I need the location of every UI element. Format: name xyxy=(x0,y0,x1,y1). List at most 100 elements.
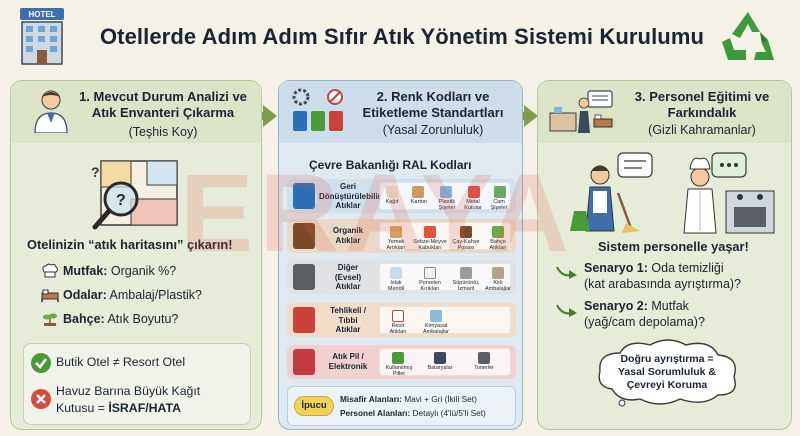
step3-title: 3. Personel Eğitimi ve Farkındalık xyxy=(634,89,770,120)
garden-waste-icon xyxy=(492,226,504,238)
step1-title: 1. Mevcut Durum Analizi ve Atık Envanter… xyxy=(79,89,247,120)
scenario2-arrow-icon xyxy=(556,304,577,317)
scenario1-arrow-icon xyxy=(556,266,577,279)
step1-note: Butik Otel ≠ Resort Otel Havuz Barına Bü… xyxy=(23,343,251,425)
medical-kit-icon xyxy=(392,310,404,322)
step2-panel: 2. Renk Kodları ve Etiketleme Standartla… xyxy=(278,80,523,430)
note-good: Butik Otel ≠ Resort Otel xyxy=(56,355,186,369)
housekeeping-icon xyxy=(549,90,613,133)
scenario1-line2: (kat arabasında ayrıştırma)? xyxy=(584,277,742,291)
item-label: Kağıt xyxy=(385,199,399,205)
metal-can-icon xyxy=(468,186,480,198)
wet-wipe-icon xyxy=(390,267,402,279)
porcelain-icon xyxy=(424,267,436,279)
scenario2-line2: (yağ/cam depolama)? xyxy=(584,315,705,329)
toner-icon xyxy=(478,352,490,364)
brown-bin-icon xyxy=(293,223,315,249)
svg-text:?: ? xyxy=(91,164,100,180)
item-label: Süpürüntü,İzmarit xyxy=(452,280,480,292)
recycle-icon xyxy=(722,12,774,60)
tip-guest-areas: Misafir Alanları: Mavi + Gri (İkili Set) xyxy=(340,394,477,404)
category-label: Atık Pil /Elektronik xyxy=(328,352,368,371)
note-bad-line1: Havuz Barına Büyük Kağıt xyxy=(56,384,201,398)
item-label: Karton xyxy=(410,199,428,205)
check-icon xyxy=(31,353,51,373)
step1-item-rooms: Odalar: Ambalaj/Plastik? xyxy=(63,288,202,302)
thought-cloud-icon xyxy=(598,339,736,407)
step3-callout: Sistem personelle yaşar! xyxy=(598,239,749,254)
red-bin-biohazard-icon xyxy=(293,307,315,333)
step2-subtitle: (Yasal Zorunluluk) xyxy=(382,123,484,137)
ral-section-title: Çevre Bakanlığı RAL Kodları xyxy=(309,158,472,172)
staff-training-icon xyxy=(570,152,775,234)
header: HOTEL Otellerde Adım Adım Sıfır Atık Yön… xyxy=(0,0,800,76)
fruit-peel-icon xyxy=(424,226,436,238)
item-label: Tonerler xyxy=(474,365,494,371)
step1-callout: Otelinizin “atık haritasını” çıkarın! xyxy=(27,237,233,252)
step1-item-garden: Bahçe: Atık Boyutu? xyxy=(63,312,179,326)
category-label: Diğer(Evsel)Atıklar xyxy=(334,263,362,291)
tip-box: İpucu Misafir Alanları: Mavi + Gri (İkil… xyxy=(287,386,516,426)
paper-icon xyxy=(386,186,398,198)
garden-icon xyxy=(43,313,57,326)
tip-staff-areas: Personel Alanları: Detaylı (4'lü/5'li Se… xyxy=(340,408,486,418)
step3-panel: 3. Personel Eğitimi ve Farkındalık (Gizl… xyxy=(537,80,792,430)
note-bad-line2: Kutusu = İSRAF/HATA xyxy=(56,401,181,415)
scenario2-line1: Senaryo 2: Mutfak xyxy=(584,299,689,313)
food-waste-icon xyxy=(390,226,402,238)
svg-text:HOTEL: HOTEL xyxy=(28,10,55,19)
glass-bottle-icon xyxy=(494,186,506,198)
bins-gear-icon xyxy=(292,88,343,131)
page-title: Otellerde Adım Adım Sıfır Atık Yönetim S… xyxy=(99,24,705,49)
battery-icon xyxy=(392,352,404,364)
step1-panel: 1. Mevcut Durum Analizi ve Atık Envanter… xyxy=(10,80,262,430)
tip-badge: İpucu xyxy=(294,396,334,416)
step1-subtitle: (Teşhis Koy) xyxy=(128,125,198,139)
hotel-icon: HOTEL xyxy=(20,8,64,65)
chef-hat-icon xyxy=(42,263,58,278)
step3-subtitle: (Gizli Kahramanlar) xyxy=(648,123,756,137)
scenario1-line1: Senaryo 1: Oda temizliği xyxy=(584,261,724,275)
bed-icon xyxy=(41,289,59,302)
plastic-bottle-icon xyxy=(440,186,452,198)
cardboard-icon xyxy=(412,186,424,198)
red-bin-battery-icon xyxy=(293,349,315,375)
step1-item-kitchen: Mutfak: Organik %? xyxy=(63,264,177,278)
batteries-icon xyxy=(434,352,446,364)
sweepings-icon xyxy=(460,267,472,279)
grey-bin-icon xyxy=(293,264,315,290)
svg-text:?: ? xyxy=(116,192,126,209)
blue-bin-icon xyxy=(293,183,315,209)
chemical-container-icon xyxy=(430,310,442,322)
step2-title: 2. Renk Kodları ve Etiketleme Standartla… xyxy=(362,89,504,120)
item-label: Bataryalar xyxy=(427,365,453,371)
coffee-grounds-icon xyxy=(460,226,472,238)
dirty-packaging-icon xyxy=(492,267,504,279)
cloud-text: Doğru ayrıştırma = Yasal Sorumluluk & Çe… xyxy=(617,353,717,391)
floorplan-magnifier-icon: ? ? ? xyxy=(91,160,178,230)
